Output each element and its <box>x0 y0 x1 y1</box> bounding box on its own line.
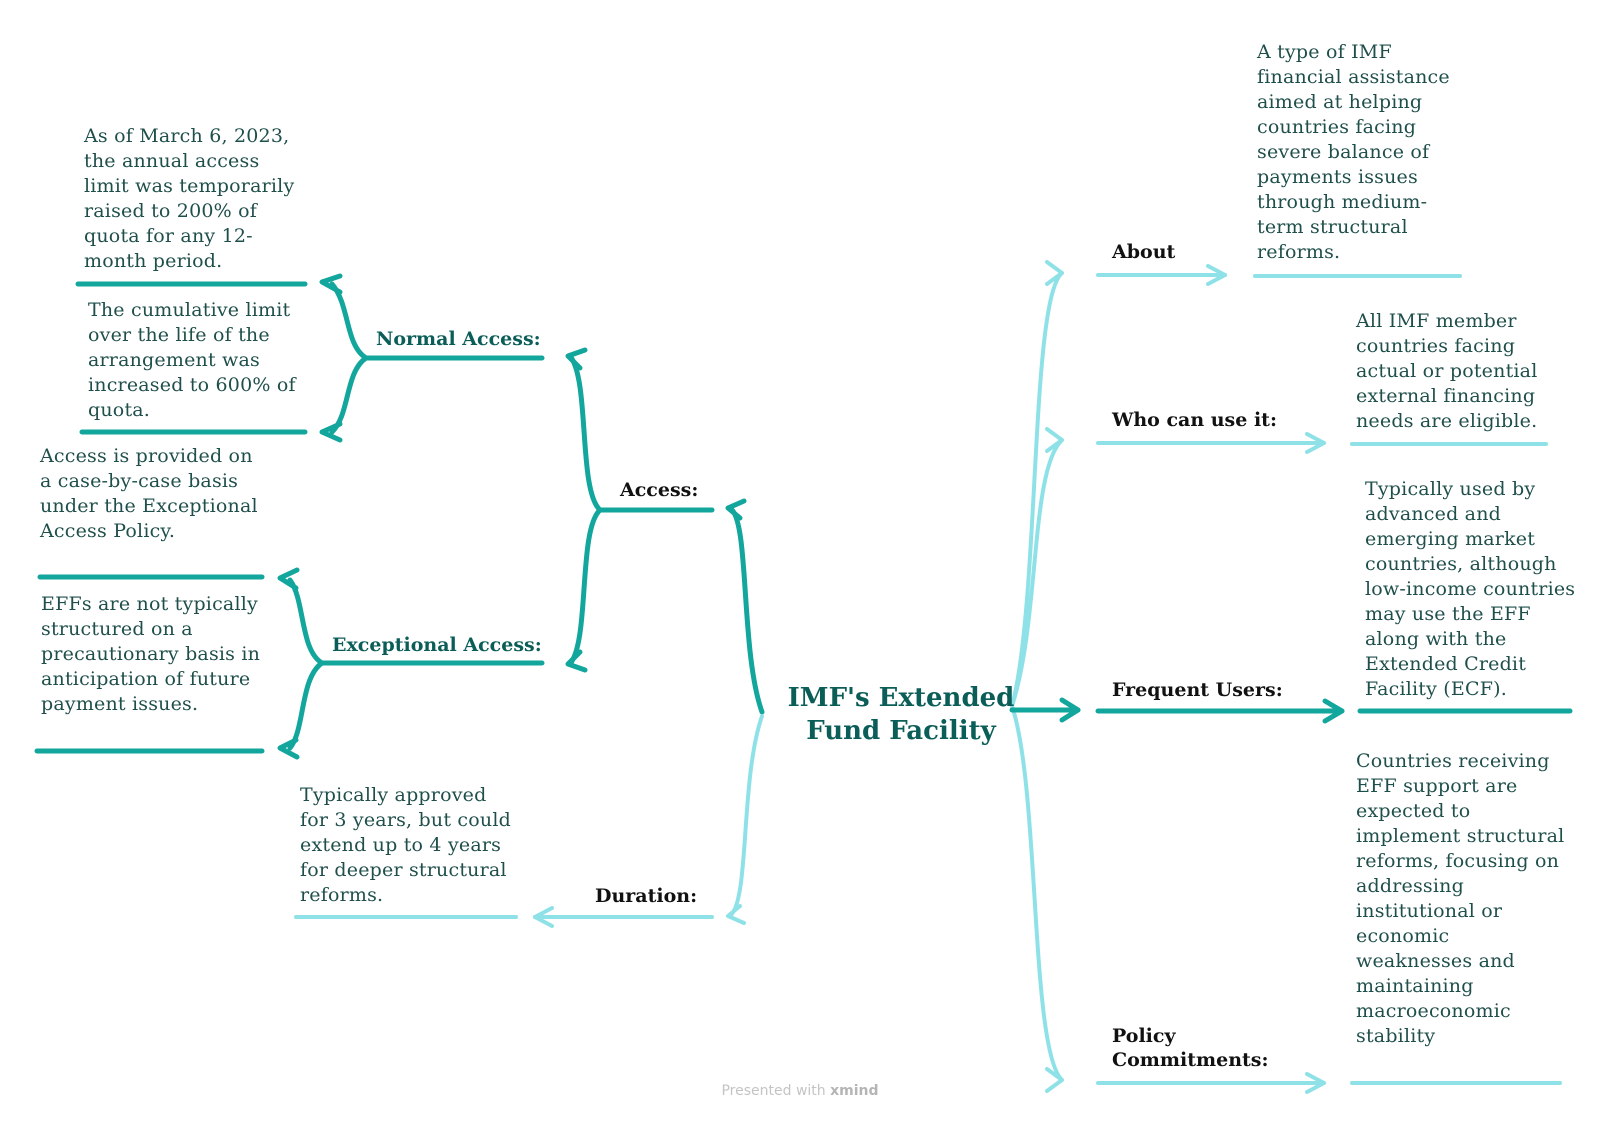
central-topic[interactable]: IMF's Extended Fund Facility <box>776 682 1026 748</box>
policy-commitments-line-2: Commitments: <box>1112 1049 1269 1071</box>
right-branch-about <box>1010 260 1462 708</box>
right-branch-who <box>1010 427 1548 708</box>
left-branch-access <box>34 273 765 760</box>
central-topic-line-2: Fund Facility <box>806 716 996 746</box>
who-can-use-note[interactable]: All IMF member countries facing actual o… <box>1356 310 1538 432</box>
who-can-use-topic[interactable]: Who can use it: <box>1112 409 1277 431</box>
policy-commitments-topic[interactable]: Policy Commitments: <box>1112 1024 1269 1072</box>
about-topic[interactable]: About <box>1112 241 1176 263</box>
right-branch-policy <box>1010 704 1562 1094</box>
normal-access-note-2[interactable]: The cumulative limit over the life of th… <box>88 299 296 421</box>
normal-access-note-1[interactable]: As of March 6, 2023, the annual access l… <box>84 125 295 272</box>
frequent-users-topic[interactable]: Frequent Users: <box>1112 679 1283 701</box>
footer-watermark: Presented with xmind <box>0 1083 1600 1099</box>
about-note[interactable]: A type of IMF financial assistance aimed… <box>1257 41 1450 263</box>
central-topic-line-1: IMF's Extended <box>787 683 1015 713</box>
right-branch-frequent <box>1009 697 1573 724</box>
policy-commitments-note[interactable]: Countries receiving EFF support are expe… <box>1356 750 1565 1047</box>
policy-commitments-line-1: Policy <box>1112 1025 1176 1047</box>
footer-prefix: Presented with <box>721 1083 826 1099</box>
footer-brand: xmind <box>830 1083 879 1099</box>
normal-access-topic[interactable]: Normal Access: <box>376 328 541 350</box>
exceptional-access-note-2[interactable]: EFFs are not typically structured on a p… <box>41 593 261 715</box>
frequent-users-note[interactable]: Typically used by advanced and emerging … <box>1365 478 1576 700</box>
left-branch-duration <box>294 714 764 928</box>
duration-topic[interactable]: Duration: <box>595 885 698 907</box>
exceptional-access-topic[interactable]: Exceptional Access: <box>332 634 542 656</box>
access-topic[interactable]: Access: <box>620 479 699 501</box>
duration-note[interactable]: Typically approved for 3 years, but coul… <box>300 784 511 906</box>
exceptional-access-note-1[interactable]: Access is provided on a case-by-case bas… <box>40 445 258 542</box>
